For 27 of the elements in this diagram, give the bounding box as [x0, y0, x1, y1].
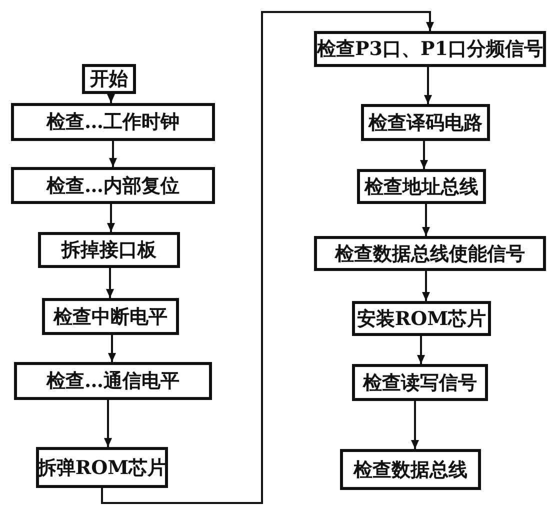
arrow [107, 204, 115, 232]
arrow [104, 400, 112, 447]
process-box: 开始 [82, 64, 136, 94]
arrow [424, 67, 432, 104]
process-box: 检查读写信号 [352, 364, 488, 401]
arrow [109, 141, 117, 167]
arrow [108, 335, 116, 362]
arrow [422, 204, 430, 236]
process-box: 检查地址总线 [357, 169, 486, 204]
process-box: 检查…工作时钟 [11, 103, 215, 141]
process-box: 检查数据总线 [340, 449, 481, 490]
arrow [101, 11, 434, 504]
arrow [411, 401, 419, 449]
process-box: 检查译码电路 [361, 104, 490, 141]
process-box: 检查中断电平 [42, 298, 179, 335]
process-box: 检查P3口、P1口分频信号 [314, 31, 546, 67]
arrow [107, 94, 115, 103]
arrow [417, 336, 425, 364]
process-box: 拆掉接口板 [38, 232, 180, 268]
arrow [106, 268, 114, 298]
process-box: 安装ROM芯片 [352, 301, 491, 336]
arrow [422, 271, 430, 301]
process-box: 检查…内部复位 [11, 167, 215, 204]
arrow [420, 141, 428, 169]
process-box: 检查…通信电平 [14, 362, 212, 400]
process-box: 检查数据总线使能信号 [314, 236, 546, 271]
process-box: 拆弹ROM芯片 [36, 447, 168, 488]
